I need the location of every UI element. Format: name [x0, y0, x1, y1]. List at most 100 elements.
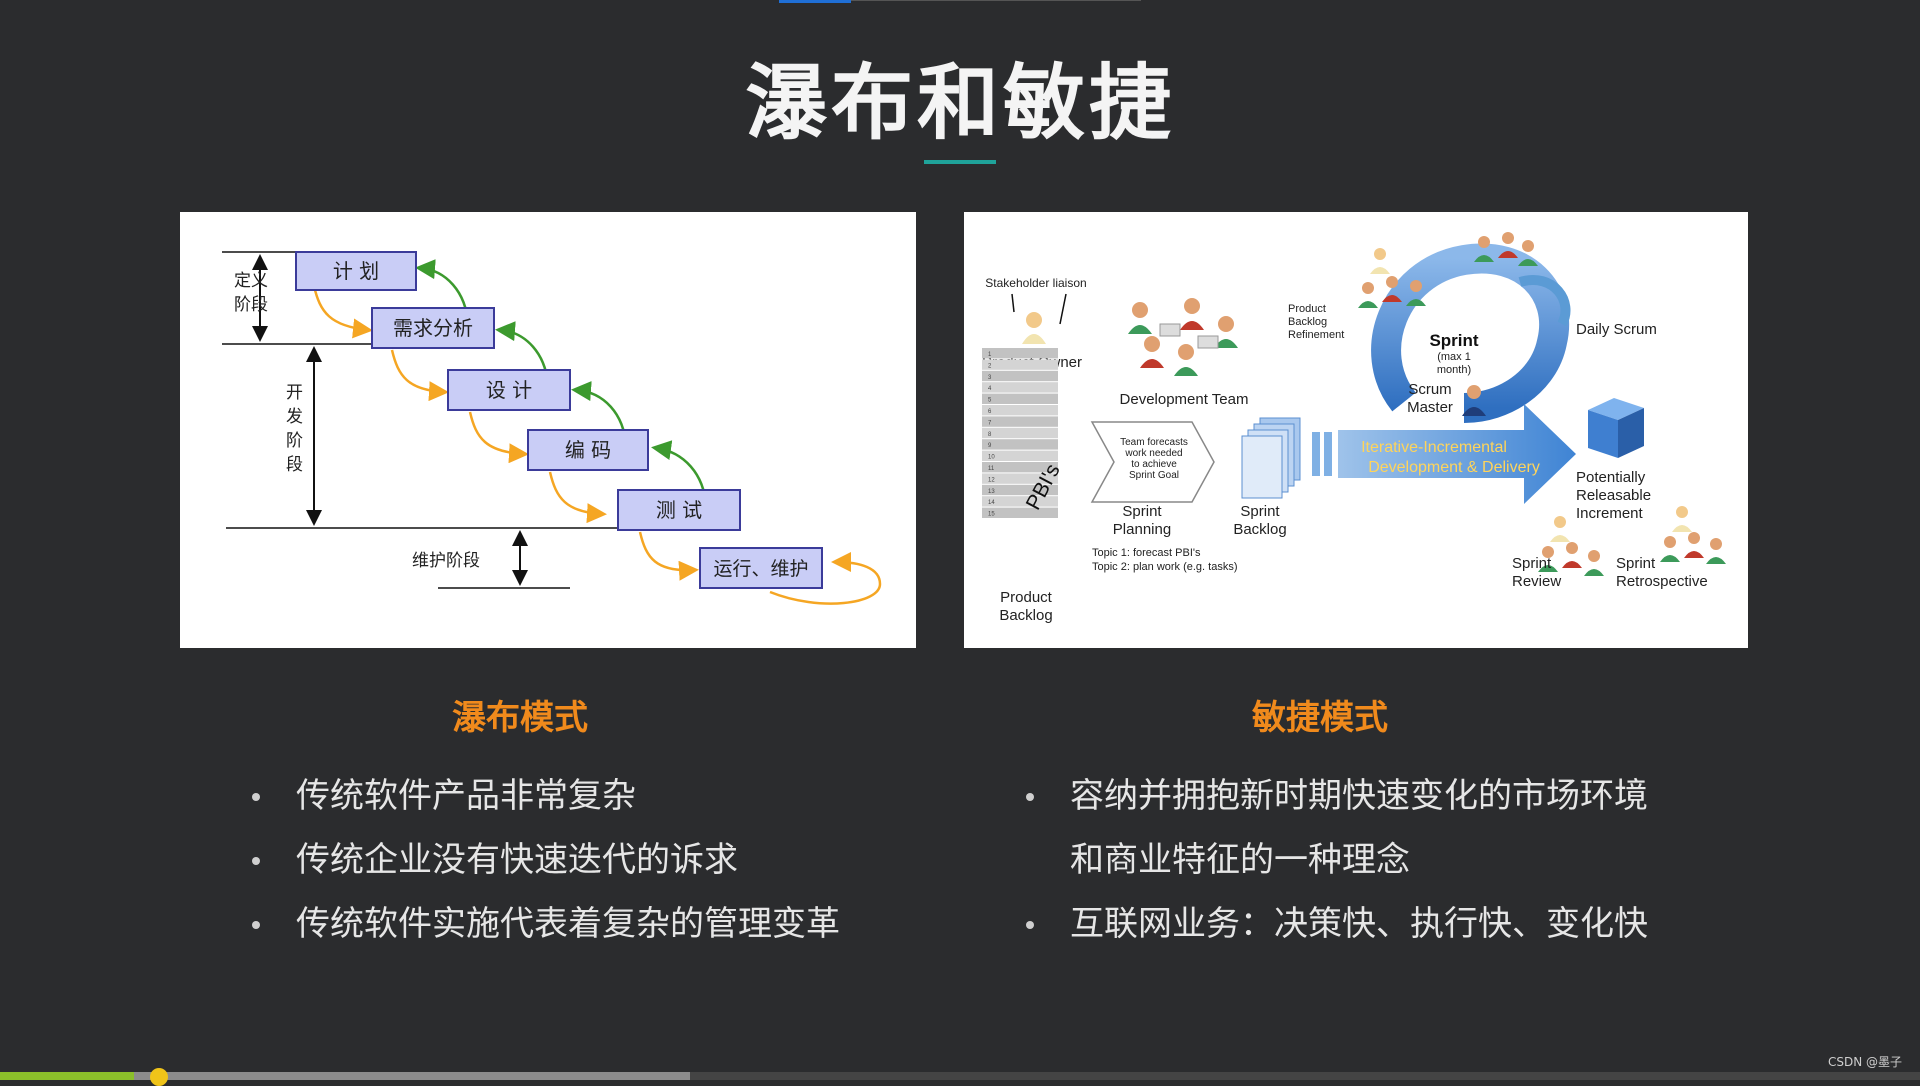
agile-heading: 敏捷模式	[1252, 698, 1388, 738]
sprint-retro-label-2: Retrospective	[1616, 573, 1708, 590]
planning-note-4: Sprint Goal	[1129, 470, 1179, 481]
stakeholder-label: Stakeholder liaison	[985, 276, 1086, 290]
sprint-planning-label-2: Planning	[1113, 521, 1171, 538]
definition-phase-label-1: 定义	[234, 271, 268, 291]
scrum-master-label-1: Scrum	[1408, 381, 1451, 398]
sprint-review-team-icon	[1538, 516, 1604, 576]
backlog-row-number: 3	[988, 375, 992, 381]
scrum-master-label-2: Master	[1407, 399, 1453, 416]
sprint-planning-chevron	[1090, 421, 1215, 503]
backlog-row-number: 11	[988, 466, 995, 472]
waterfall-bullet: 传统软件实施代表着复杂的管理变革	[248, 892, 928, 956]
progress-played	[0, 1072, 134, 1080]
progress-track[interactable]	[0, 1072, 690, 1080]
svg-text:编 码: 编 码	[565, 438, 611, 462]
backlog-row-number: 7	[988, 420, 992, 426]
backlog-row	[982, 416, 1058, 427]
forward-arrow-1	[312, 285, 373, 339]
backlog-row-number: 6	[988, 409, 992, 415]
sprint-retro-label-1: Sprint	[1616, 555, 1656, 572]
maintenance-phase-arrow	[512, 530, 528, 586]
refinement-label-2: Backlog	[1288, 316, 1327, 328]
svg-text:运行、维护: 运行、维护	[713, 558, 808, 580]
backlog-row-number: 9	[988, 443, 992, 449]
top-divider	[851, 0, 1141, 1]
backlog-row	[982, 450, 1058, 461]
progress-scrubber-handle[interactable]	[150, 1068, 168, 1086]
refinement-team-icon	[1358, 248, 1426, 308]
increment-label-3: Increment	[1576, 505, 1644, 522]
svg-text:计 划: 计 划	[333, 259, 379, 283]
development-team-label: Development Team	[1120, 391, 1249, 408]
backlog-row-number: 13	[988, 489, 995, 495]
backlog-row	[982, 427, 1058, 439]
backlog-row	[982, 405, 1058, 416]
forward-arrow-5	[638, 531, 699, 581]
top-accent-bar	[779, 0, 851, 3]
sprint-review-label-2: Review	[1512, 573, 1561, 590]
sprint-backlog-label-1: Sprint	[1240, 503, 1280, 520]
definition-phase-arrow	[252, 254, 268, 342]
backlog-row	[982, 496, 1058, 507]
sprint-review-label-1: Sprint	[1512, 555, 1552, 572]
backlog-row-number: 1	[988, 352, 992, 358]
waterfall-bullet: 传统企业没有快速迭代的诉求	[248, 828, 928, 892]
daily-scrum-loop	[1518, 275, 1571, 327]
agile-bullet: 互联网业务：决策快、执行快、变化快	[1022, 892, 1742, 956]
scrum-master-icon	[1462, 385, 1486, 416]
waterfall-heading: 瀑布模式	[452, 698, 588, 738]
development-phase-label-2: 发	[286, 407, 303, 427]
stage-operation-maintenance: 运行、维护	[699, 547, 823, 589]
product-backlog-label-2: Backlog	[999, 607, 1052, 624]
sprint-cycle-ring	[1371, 243, 1570, 423]
backlog-row-number: 5	[988, 398, 992, 404]
backlog-row	[982, 507, 1058, 518]
development-phase-arrow	[306, 346, 322, 526]
backlog-row	[982, 473, 1058, 484]
increment-cube-icon	[1588, 398, 1644, 458]
stage-requirements: 需求分析	[371, 307, 495, 349]
backlog-row-number: 12	[988, 477, 995, 483]
maintenance-loop-arrow	[769, 552, 882, 605]
planning-note-3: to achieve	[1131, 459, 1177, 470]
backlog-row	[982, 382, 1058, 393]
forward-arrow-2	[390, 349, 449, 402]
stage-design: 设 计	[447, 369, 571, 411]
backlog-row-number: 4	[988, 386, 992, 392]
sprint-backlog-stack	[1241, 417, 1301, 499]
development-phase-label-1: 开	[286, 383, 303, 403]
development-phase-label-4: 段	[286, 455, 303, 475]
increment-label-2: Releasable	[1576, 487, 1651, 504]
development-team-icon	[1128, 298, 1238, 376]
progress-track-remaining[interactable]	[690, 1072, 1920, 1080]
waterfall-bullet-list: 传统软件产品非常复杂 传统企业没有快速迭代的诉求 传统软件实施代表着复杂的管理变…	[248, 764, 928, 956]
backlog-row-number: 14	[988, 500, 995, 506]
backlog-row	[982, 393, 1058, 404]
sprint-retrospective-team-icon	[1660, 506, 1726, 564]
iterative-label-2: Development & Delivery	[1368, 459, 1540, 476]
backlog-row-number: 15	[988, 512, 995, 518]
backlog-row-number: 10	[988, 455, 995, 461]
planning-note-1: Team forecasts	[1120, 437, 1188, 448]
backlog-row-number: 8	[988, 432, 992, 438]
definition-phase-label-2: 阶段	[234, 295, 268, 315]
product-owner-icon	[1022, 312, 1046, 344]
stage-coding: 编 码	[527, 429, 649, 471]
product-backlog-label-1: Product	[1000, 589, 1053, 606]
slide-title: 瀑布和敏捷	[744, 56, 1175, 151]
iterative-label-1: Iterative-Incremental	[1361, 439, 1507, 456]
development-phase-label-3: 阶	[286, 431, 303, 451]
svg-text:需求分析: 需求分析	[393, 316, 473, 340]
refinement-label-3: Refinement	[1288, 329, 1344, 341]
increment-label-1: Potentially	[1576, 469, 1646, 486]
maintenance-phase-label: 维护阶段	[412, 551, 480, 571]
backlog-row	[982, 439, 1058, 450]
scrum-diagram: Stakeholder liaison Product Owner 123456…	[964, 212, 1748, 648]
iterative-delivery-arrow	[1312, 404, 1576, 504]
backlog-row	[982, 370, 1058, 382]
stage-testing: 测 试	[617, 489, 741, 531]
stakeholder-arrow-right	[1059, 293, 1067, 325]
sprint-planning-label-1: Sprint	[1122, 503, 1162, 520]
forward-arrow-3	[468, 411, 529, 464]
